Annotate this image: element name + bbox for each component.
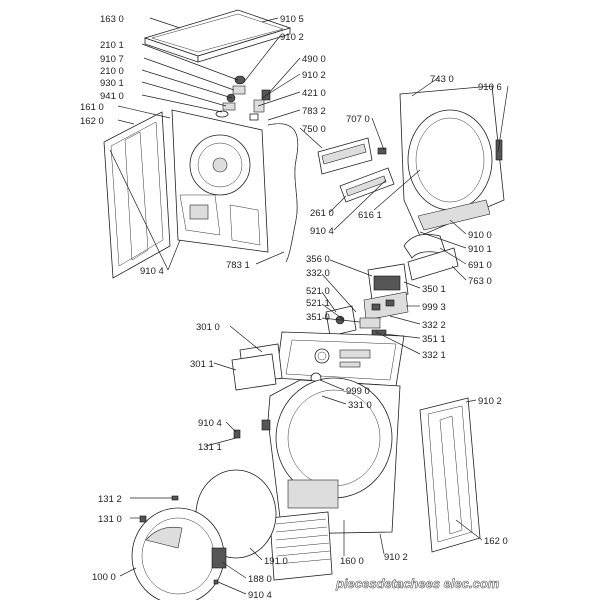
label-163-0: 163 0 <box>100 14 124 25</box>
part-front-frame <box>399 85 505 237</box>
part-rear-frame <box>171 109 269 253</box>
label-161-0: 161 0 <box>80 102 104 113</box>
part-electronic-board <box>363 263 409 321</box>
label-131-2: 131 2 <box>98 494 122 505</box>
label-999-3: 999 3 <box>422 302 446 313</box>
label-351-1: 351 1 <box>422 334 446 345</box>
part-cabinet <box>261 377 401 535</box>
part-water-container <box>231 343 283 391</box>
label-521-1: 521 1 <box>306 298 330 309</box>
label-162-0-right: 162 0 <box>484 536 508 547</box>
label-350-1: 350 1 <box>422 284 446 295</box>
part-screws <box>139 429 241 585</box>
label-332-2: 332 2 <box>422 320 446 331</box>
label-910-4-d: 910 4 <box>248 590 272 600</box>
label-162-0-top: 162 0 <box>80 116 104 127</box>
label-332-1: 332 1 <box>422 350 446 361</box>
label-301-1: 301 1 <box>190 359 214 370</box>
part-pump-box <box>339 147 395 203</box>
label-910-2-bottom: 910 2 <box>384 552 408 563</box>
label-910-7: 910 7 <box>100 54 124 65</box>
label-100-0: 100 0 <box>92 572 116 583</box>
part-filter <box>403 233 459 281</box>
label-521-0: 521 0 <box>306 286 330 297</box>
label-941-0: 941 0 <box>100 91 124 102</box>
label-188-0: 188 0 <box>248 574 272 585</box>
part-control-panel <box>275 331 405 387</box>
label-763-0: 763 0 <box>468 276 492 287</box>
part-hinge-hardware <box>215 75 246 118</box>
label-910-2-b: 910 2 <box>302 70 326 81</box>
label-332-0: 332 0 <box>306 268 330 279</box>
label-210-1: 210 1 <box>100 40 124 51</box>
label-191-0: 191 0 <box>264 556 288 567</box>
label-301-0: 301 0 <box>196 322 220 333</box>
label-743-0: 743 0 <box>430 74 454 85</box>
label-910-0: 910 0 <box>468 230 492 241</box>
label-490-0: 490 0 <box>302 54 326 65</box>
label-421-0: 421 0 <box>302 88 326 99</box>
label-131-0: 131 0 <box>98 514 122 525</box>
label-210-0: 210 0 <box>100 66 124 77</box>
label-910-4-c: 910 4 <box>198 418 222 429</box>
label-750-0: 750 0 <box>302 124 326 135</box>
label-910-2-top: 910 2 <box>280 32 304 43</box>
part-top-lid <box>143 9 292 63</box>
label-910-4-a: 910 4 <box>310 226 334 237</box>
part-labels: 163 0 910 5 210 1 910 2 910 7 490 0 210 … <box>80 14 508 600</box>
part-water-tray <box>317 137 373 175</box>
label-616-1: 616 1 <box>358 210 382 221</box>
label-160-0: 160 0 <box>340 556 364 567</box>
label-331-0: 331 0 <box>348 400 372 411</box>
label-783-2: 783 2 <box>302 106 326 117</box>
part-right-panel <box>419 397 481 553</box>
leader-lines <box>109 17 509 595</box>
label-910-2-right: 910 2 <box>478 396 502 407</box>
label-356-0: 356 0 <box>306 254 330 265</box>
label-691-0: 691 0 <box>468 260 492 271</box>
label-999-0: 999 0 <box>346 386 370 397</box>
label-261-0: 261 0 <box>310 208 334 219</box>
label-783-1: 783 1 <box>226 260 250 271</box>
label-707-0: 707 0 <box>346 114 370 125</box>
label-930-1: 930 1 <box>100 78 124 89</box>
label-910-6: 910 6 <box>478 82 502 93</box>
label-910-1: 910 1 <box>468 244 492 255</box>
label-351-0: 351 0 <box>306 312 330 323</box>
part-left-panel <box>103 111 171 279</box>
watermark-text: piecesdetachees elec.com <box>335 576 500 591</box>
label-131-1: 131 1 <box>198 442 222 453</box>
part-grille <box>269 511 333 581</box>
label-910-5: 910 5 <box>280 14 304 25</box>
label-910-4-b: 910 4 <box>140 266 164 277</box>
part-door <box>131 507 227 600</box>
part-hose <box>267 123 299 263</box>
